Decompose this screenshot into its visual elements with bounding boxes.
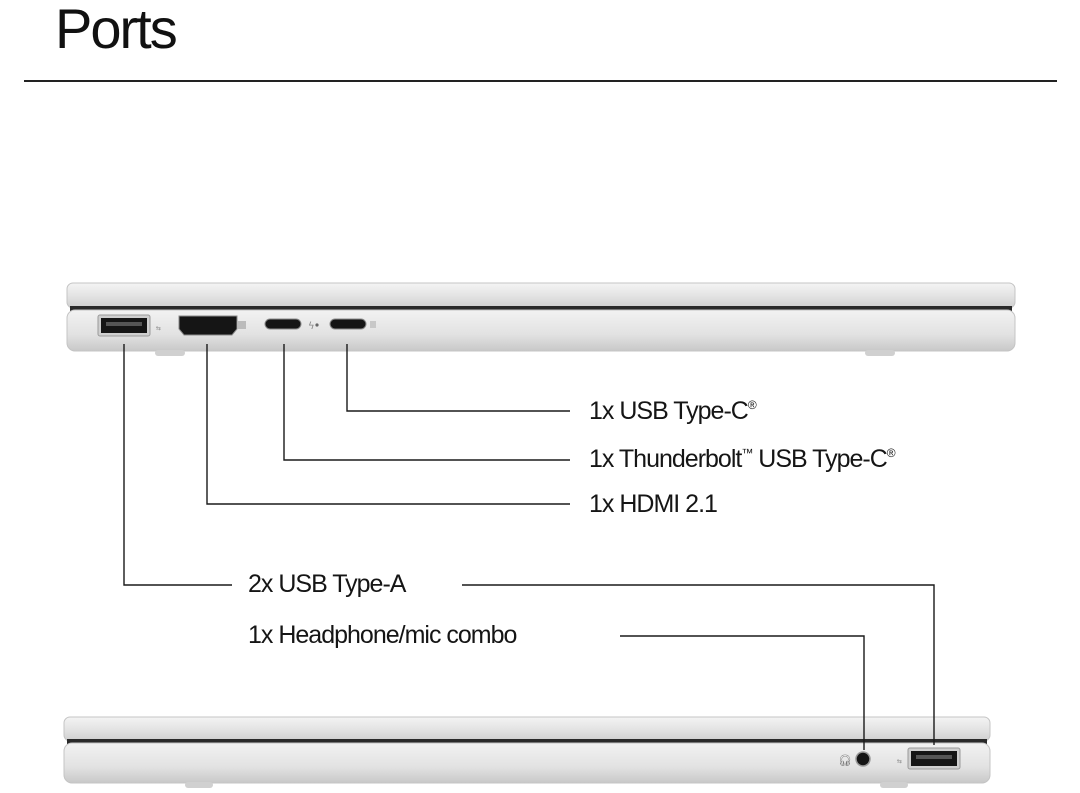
thunderbolt-port: ϟ <box>264 318 319 332</box>
usb-a-port-left: ⇆ <box>97 314 161 337</box>
label-thunderbolt: 1x Thunderbolt™ USB Type-C® <box>589 445 896 473</box>
base-right <box>63 742 991 784</box>
headset-icon: 🎧︎ <box>838 754 852 767</box>
label-audio: 1x Headphone/mic combo <box>248 621 517 649</box>
label-hdmi: 1x HDMI 2.1 <box>589 490 717 518</box>
label-usb-c: 1x USB Type-C® <box>589 397 757 425</box>
laptop-right-side: 🎧︎ ⇆ <box>63 716 991 788</box>
leader-usb-a-left <box>123 344 232 586</box>
hinge-gap-right <box>67 739 987 744</box>
label-usb-a: 2x USB Type-A <box>248 570 407 598</box>
hdmi-port <box>178 315 246 336</box>
headphone-jack: 🎧︎ <box>838 751 871 767</box>
title-divider <box>24 80 1057 82</box>
foot-left-2 <box>865 350 895 356</box>
leader-usb-a-right <box>462 584 935 745</box>
foot-right-2 <box>880 782 908 788</box>
lightning-icon: ϟ <box>308 321 315 332</box>
hinge-gap-left <box>70 306 1012 311</box>
foot-right-1 <box>185 782 213 788</box>
laptop-left-side: ⇆ ϟ <box>66 282 1016 356</box>
leader-thunderbolt <box>283 344 570 461</box>
leader-usb-c <box>346 344 570 412</box>
leader-audio <box>620 635 865 750</box>
usb-a-port-right: ⇆ <box>897 747 961 770</box>
svg-text:⇆: ⇆ <box>156 325 161 332</box>
page-title: Ports <box>55 0 178 60</box>
svg-text:⇆: ⇆ <box>897 758 902 765</box>
leader-hdmi <box>206 344 570 505</box>
foot-left-1 <box>155 350 185 356</box>
base-left <box>66 309 1016 352</box>
lid-left <box>66 282 1016 309</box>
lid-right <box>63 716 991 742</box>
leader-lines <box>123 344 935 750</box>
usb-c-port <box>329 318 376 330</box>
